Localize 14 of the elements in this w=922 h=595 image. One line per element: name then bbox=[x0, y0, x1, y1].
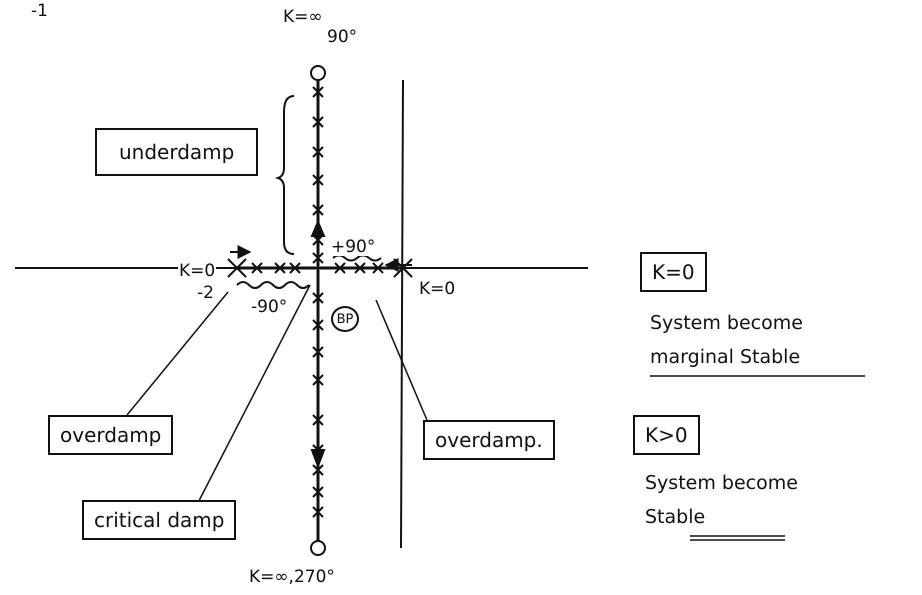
note-text: System become Stable bbox=[645, 471, 799, 530]
condition-box: K>0 bbox=[633, 415, 700, 455]
leader-line bbox=[375, 300, 428, 420]
breakaway-point-label: BP bbox=[331, 306, 359, 332]
note-text: System become marginal Stable bbox=[650, 311, 804, 370]
annotation-box: overdamp. bbox=[423, 420, 555, 460]
gain-label: K=∞,270° bbox=[248, 568, 336, 586]
condition-box: K=0 bbox=[640, 252, 707, 292]
leader-line bbox=[126, 292, 229, 416]
leader-line bbox=[198, 284, 311, 500]
annotation-box: critical damp bbox=[82, 500, 236, 540]
annotation-box: overdamp bbox=[48, 415, 174, 455]
annotation-box: underdamp bbox=[95, 128, 258, 176]
angle-label: +90° bbox=[330, 238, 376, 256]
